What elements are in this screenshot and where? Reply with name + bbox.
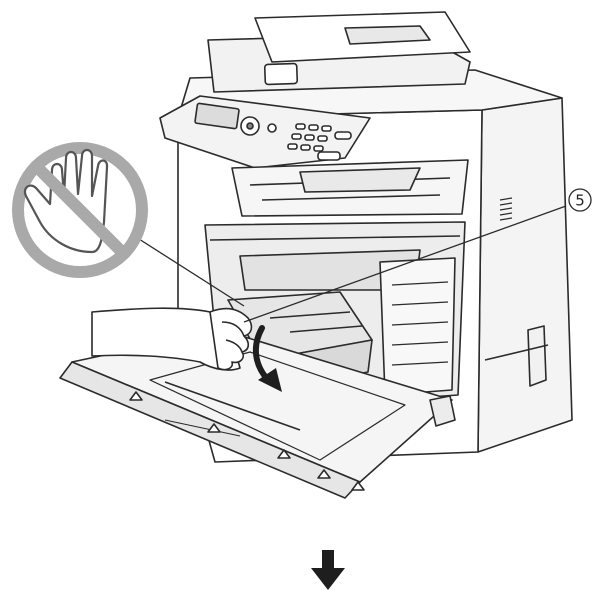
pull-direction-arrow: [252, 325, 282, 392]
fingers: [209, 307, 253, 371]
callout-leader-line: [243, 205, 567, 323]
lcd-display: [194, 102, 240, 130]
forearm: [91, 307, 241, 371]
prohibition-leader-line: [127, 231, 245, 307]
arrow-down-icon: [311, 550, 345, 590]
printer-side-panel: [477, 97, 573, 453]
hand-illustration: [91, 307, 253, 371]
no-touch-hand-icon: [12, 142, 245, 307]
callout-number: 5: [575, 192, 585, 210]
printer-illustration: [59, 11, 573, 499]
side-vent: [499, 197, 513, 221]
door-tabs: [129, 391, 365, 491]
keypad: [287, 123, 352, 161]
callout-circle: [568, 188, 592, 212]
callout-5: 5: [243, 188, 592, 323]
